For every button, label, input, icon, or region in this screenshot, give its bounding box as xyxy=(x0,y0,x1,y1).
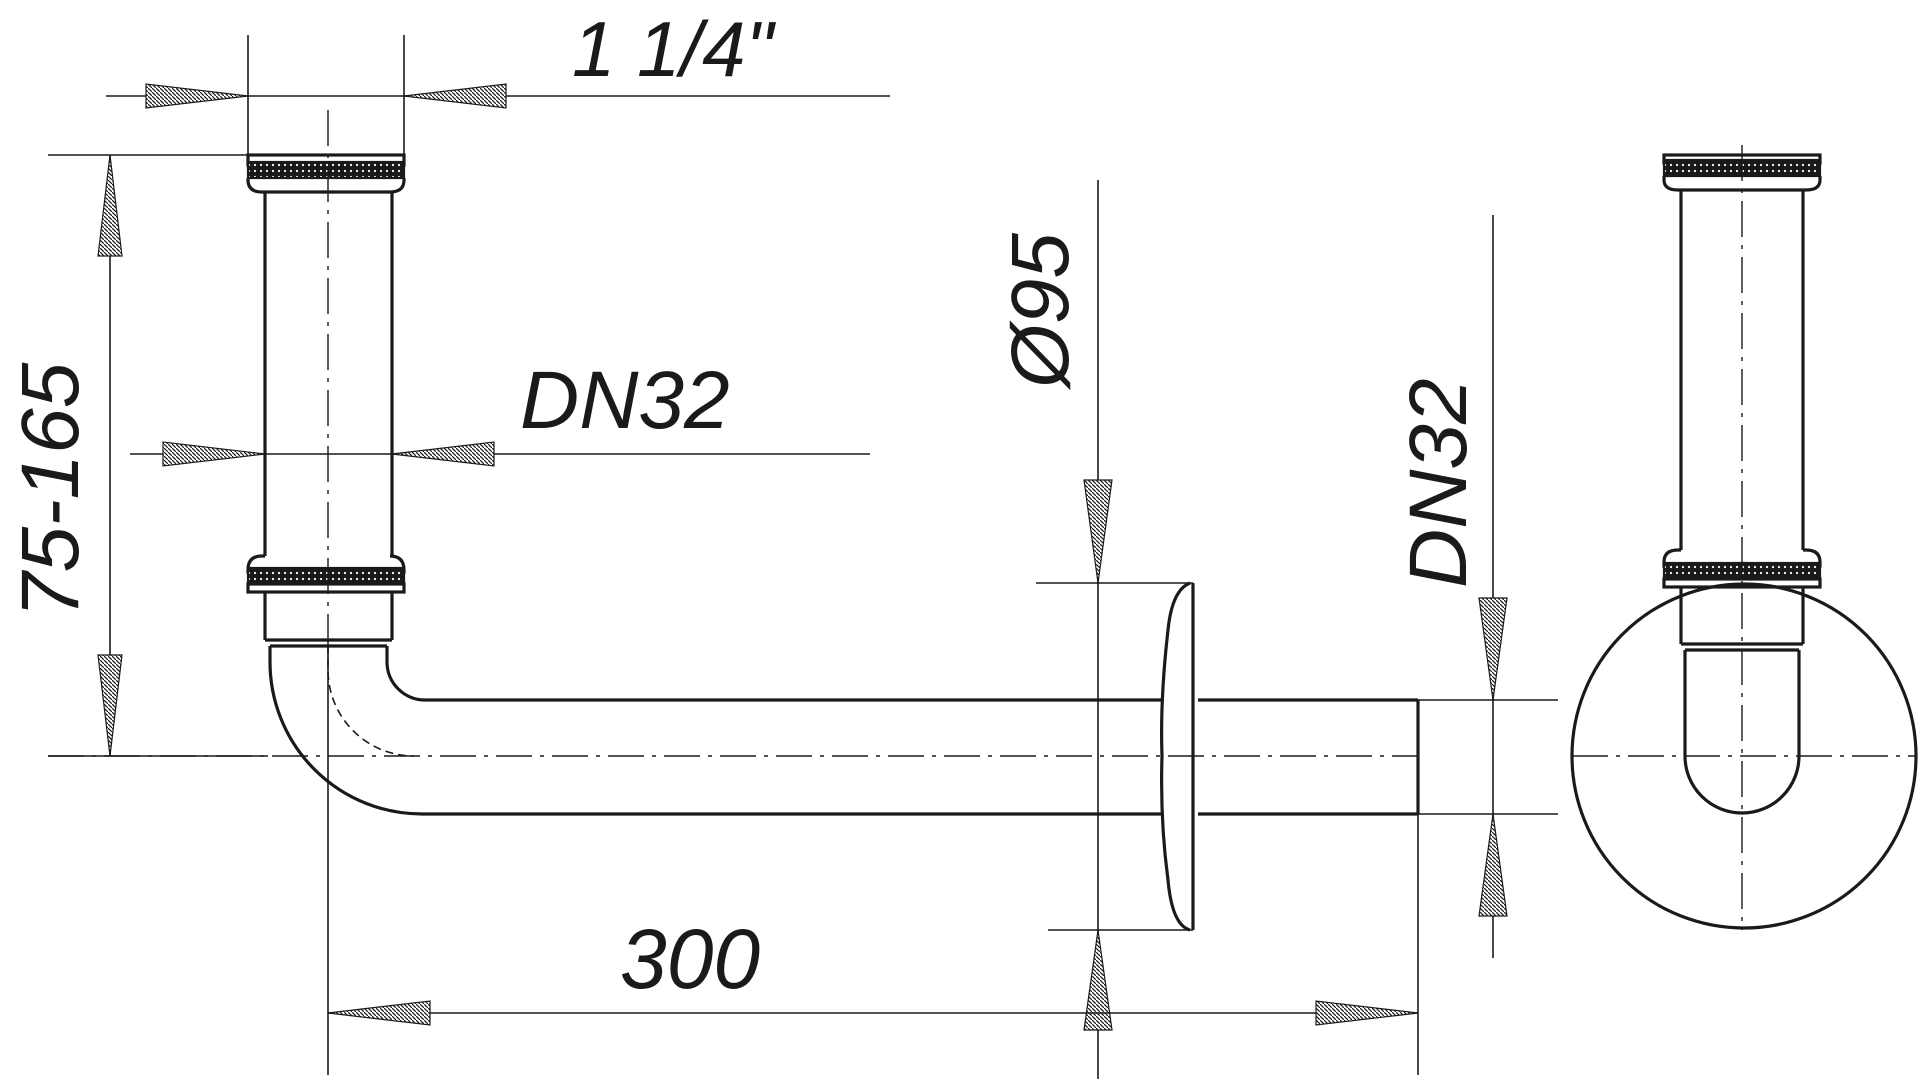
dimension-length: 300 xyxy=(327,646,1419,1075)
vertical-pipe xyxy=(263,192,394,556)
arrow-down-icon xyxy=(1083,479,1113,584)
rosette-diameter-label: Ø95 xyxy=(995,233,1086,391)
dimension-rosette: Ø95 xyxy=(995,180,1193,1079)
thread-size-label: 1 1/4" xyxy=(572,5,776,93)
horizontal-pipe-label: DN32 xyxy=(1393,378,1484,588)
top-nut xyxy=(246,153,406,194)
horizontal-pipe xyxy=(268,646,1420,816)
arrow-down-icon xyxy=(1478,597,1508,701)
height-range-label: 75-165 xyxy=(5,362,96,618)
dimension-vertical-pipe: DN32 xyxy=(130,355,870,467)
dimension-height-range: 75-165 xyxy=(5,154,268,757)
arrow-left-icon xyxy=(391,441,495,467)
dimension-thread-size: 1 1/4" xyxy=(106,5,890,155)
arrow-right-icon xyxy=(1315,1000,1419,1026)
front-view xyxy=(1570,145,1918,930)
length-label: 300 xyxy=(620,912,760,1006)
arrow-left-icon xyxy=(403,83,507,109)
arrow-right-icon xyxy=(145,83,249,109)
vertical-pipe-label: DN32 xyxy=(520,355,730,446)
arrow-up-icon xyxy=(1083,929,1113,1031)
arrow-left-icon xyxy=(327,1000,431,1026)
rosette xyxy=(1160,581,1195,932)
arrow-up-icon xyxy=(1478,813,1508,917)
dimension-horizontal-pipe: DN32 xyxy=(1393,215,1558,958)
lower-nut xyxy=(246,554,406,648)
arrow-up-icon xyxy=(97,154,123,257)
arrow-right-icon xyxy=(162,441,266,467)
arrow-down-icon xyxy=(97,654,123,757)
side-view: 1 1/4" 75-165 DN32 xyxy=(5,5,1558,1079)
